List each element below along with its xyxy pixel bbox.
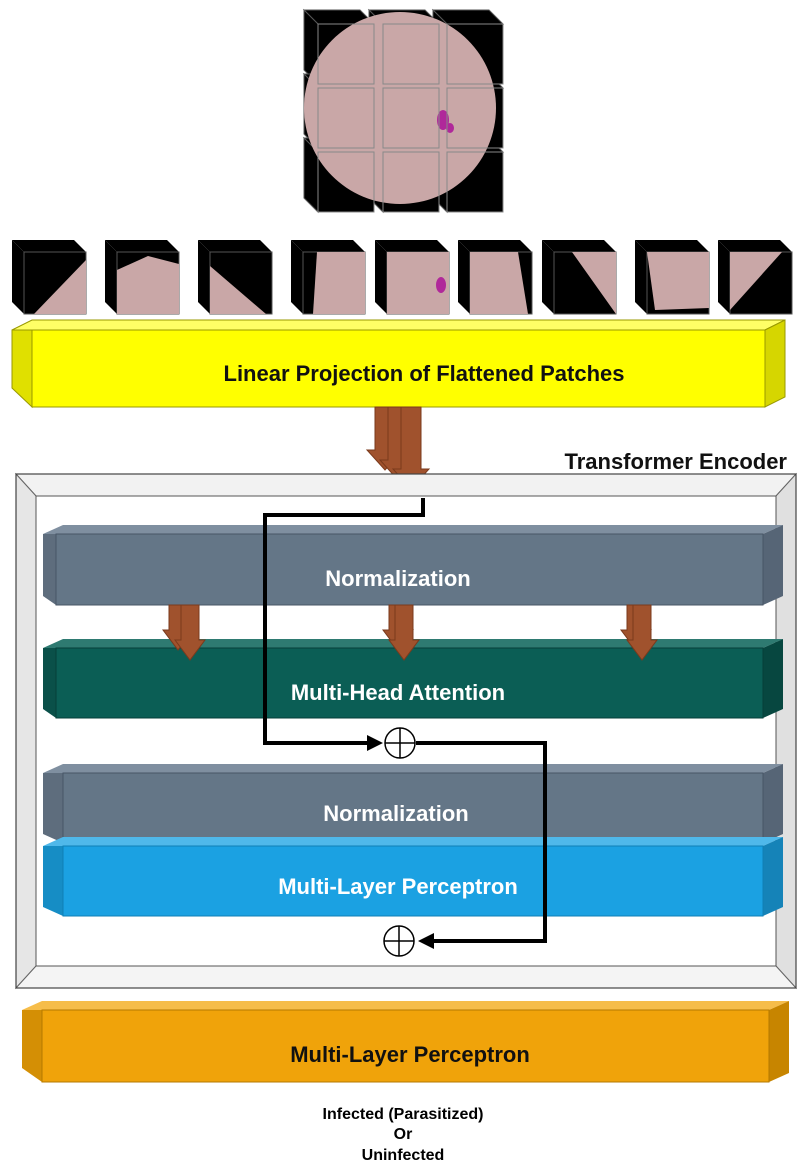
- residual-arrowhead-1: [367, 735, 383, 751]
- patch-cube-outline: [382, 87, 440, 149]
- attention-block: Multi-Head Attention: [43, 639, 783, 719]
- down-arrow: [626, 604, 658, 661]
- patch-cube-outline: [317, 151, 375, 213]
- output-line-2: Or: [394, 1126, 413, 1143]
- head-mlp-block: Multi-Layer Perceptron: [22, 1001, 789, 1083]
- projection-arrows: [365, 406, 431, 490]
- blood-cell: [304, 12, 496, 204]
- residual-line-2: [416, 741, 547, 943]
- residual-connections: [263, 498, 547, 949]
- parasite-spot: [437, 110, 449, 130]
- residual-line-1: [263, 498, 425, 745]
- output-line-1: Infected (Parasitized): [323, 1106, 484, 1123]
- flattened-patch: [718, 240, 793, 315]
- flattened-patch: [12, 240, 87, 315]
- head-mlp-label: Multi-Layer Perceptron: [290, 1042, 530, 1067]
- flattened-patch: [635, 240, 710, 315]
- flattened-patch: [375, 240, 450, 315]
- output-label: Infected (Parasitized) Or Uninfected: [323, 1106, 484, 1164]
- add-node-1: [384, 727, 416, 759]
- residual-arrowhead-2: [418, 933, 434, 949]
- encoder-title: Transformer Encoder: [564, 449, 787, 474]
- patch-grid: [302, 8, 505, 214]
- flattened-patch: [105, 240, 180, 315]
- flattened-patch: [542, 240, 617, 315]
- flattened-patch: [458, 240, 533, 315]
- add-node-2: [383, 925, 415, 957]
- flattened-patches-row: [12, 240, 793, 315]
- flattened-patch: [291, 240, 366, 315]
- patch-cube-outline: [382, 151, 440, 213]
- normalization-2-label: Normalization: [323, 801, 468, 826]
- linear-projection-box: Linear Projection of Flattened Patches: [11, 319, 786, 409]
- patch-cube-outline: [317, 23, 375, 85]
- patch-cube-outline: [446, 151, 504, 213]
- output-line-3: Uninfected: [362, 1147, 445, 1164]
- patch-cube-outline: [317, 87, 375, 149]
- norm-to-attention-arrows: [162, 604, 658, 661]
- flattened-patch: [198, 240, 273, 315]
- parasite-spot: [446, 123, 454, 133]
- down-arrow: [174, 604, 206, 661]
- down-arrow: [388, 604, 420, 661]
- encoder-mlp-block: Multi-Layer Perceptron: [43, 837, 783, 917]
- parasite-spot: [436, 277, 446, 293]
- patch-cube-outline: [446, 23, 504, 85]
- linear-projection-label: Linear Projection of Flattened Patches: [224, 361, 625, 386]
- patch-cube-outline: [382, 23, 440, 85]
- patch-cube-outline: [446, 87, 504, 149]
- normalization-1-label: Normalization: [325, 566, 470, 591]
- encoder-mlp-label: Multi-Layer Perceptron: [278, 874, 518, 899]
- normalization-block-1: Normalization: [43, 525, 783, 606]
- normalization-block-2: Normalization: [43, 764, 783, 844]
- attention-label: Multi-Head Attention: [291, 680, 505, 705]
